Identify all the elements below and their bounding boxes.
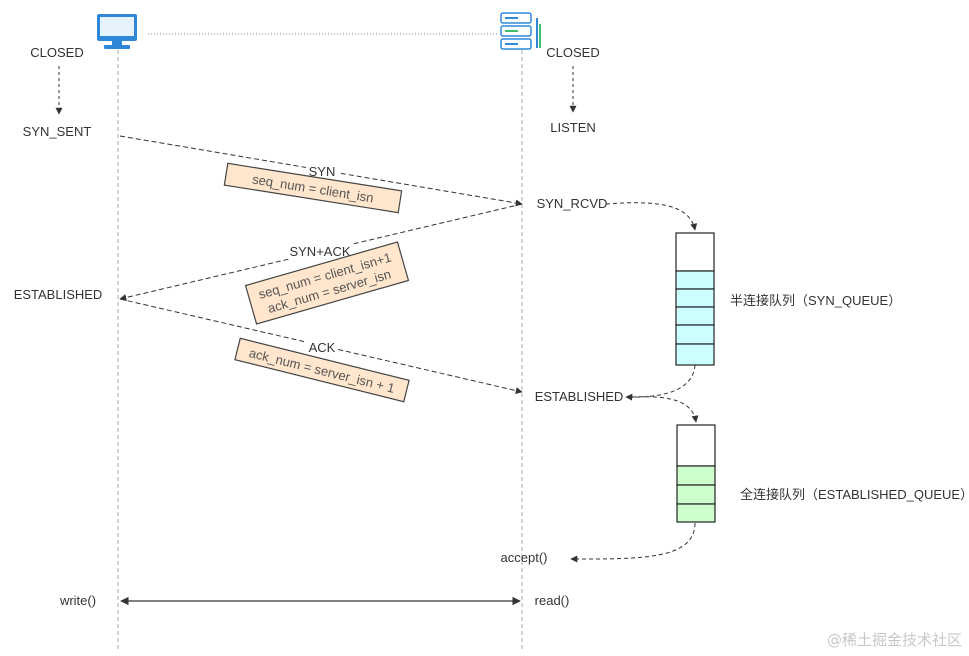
accept-queue-slot: [676, 484, 716, 505]
client-state-closed: CLOSED: [30, 45, 83, 60]
syn-queue-slot: [675, 288, 715, 308]
monitor-icon: [97, 14, 137, 49]
server-state-listen: LISTEN: [550, 120, 596, 135]
established-to-accept-queue-arrow: [631, 396, 699, 423]
watermark: @稀土掘金技术社区: [827, 631, 962, 649]
server-state-syn-rcvd: SYN_RCVD: [537, 196, 608, 211]
accept-queue-slot: [676, 465, 716, 486]
ack-arrow: [119, 298, 523, 394]
synack-arrow: [119, 203, 523, 301]
syn-rcvd-to-queue-arrow: [605, 202, 698, 231]
accept-queue-label: 全连接队列（ESTABLISHED_QUEUE）: [740, 487, 969, 502]
accept-queue-to-accept-arrow: [570, 522, 696, 563]
ack-label: ACK: [309, 340, 336, 355]
server-state-closed: CLOSED: [546, 45, 599, 60]
syn-queue-label: 半连接队列（SYN_QUEUE）: [730, 293, 901, 308]
server-read-call: read(): [535, 593, 570, 608]
server-accept-call: accept(): [501, 550, 548, 565]
client-write-call: write(): [59, 593, 96, 608]
syn-queue-slot: [675, 306, 715, 326]
syn-queue-slot: [675, 270, 715, 290]
client-state-syn-sent: SYN_SENT: [23, 124, 92, 139]
server-icon: [500, 12, 541, 50]
syn-queue-slot: [675, 343, 715, 366]
syn-queue: [675, 232, 715, 366]
accept-queue: [676, 424, 716, 523]
client-state-established: ESTABLISHED: [14, 287, 103, 302]
synack-label: SYN+ACK: [289, 244, 350, 259]
accept-queue-slot: [676, 503, 716, 523]
queue-to-established-arrow: [625, 364, 696, 401]
server-state-established: ESTABLISHED: [535, 389, 624, 404]
syn-queue-slot: [675, 324, 715, 345]
syn-label: SYN: [309, 164, 336, 179]
